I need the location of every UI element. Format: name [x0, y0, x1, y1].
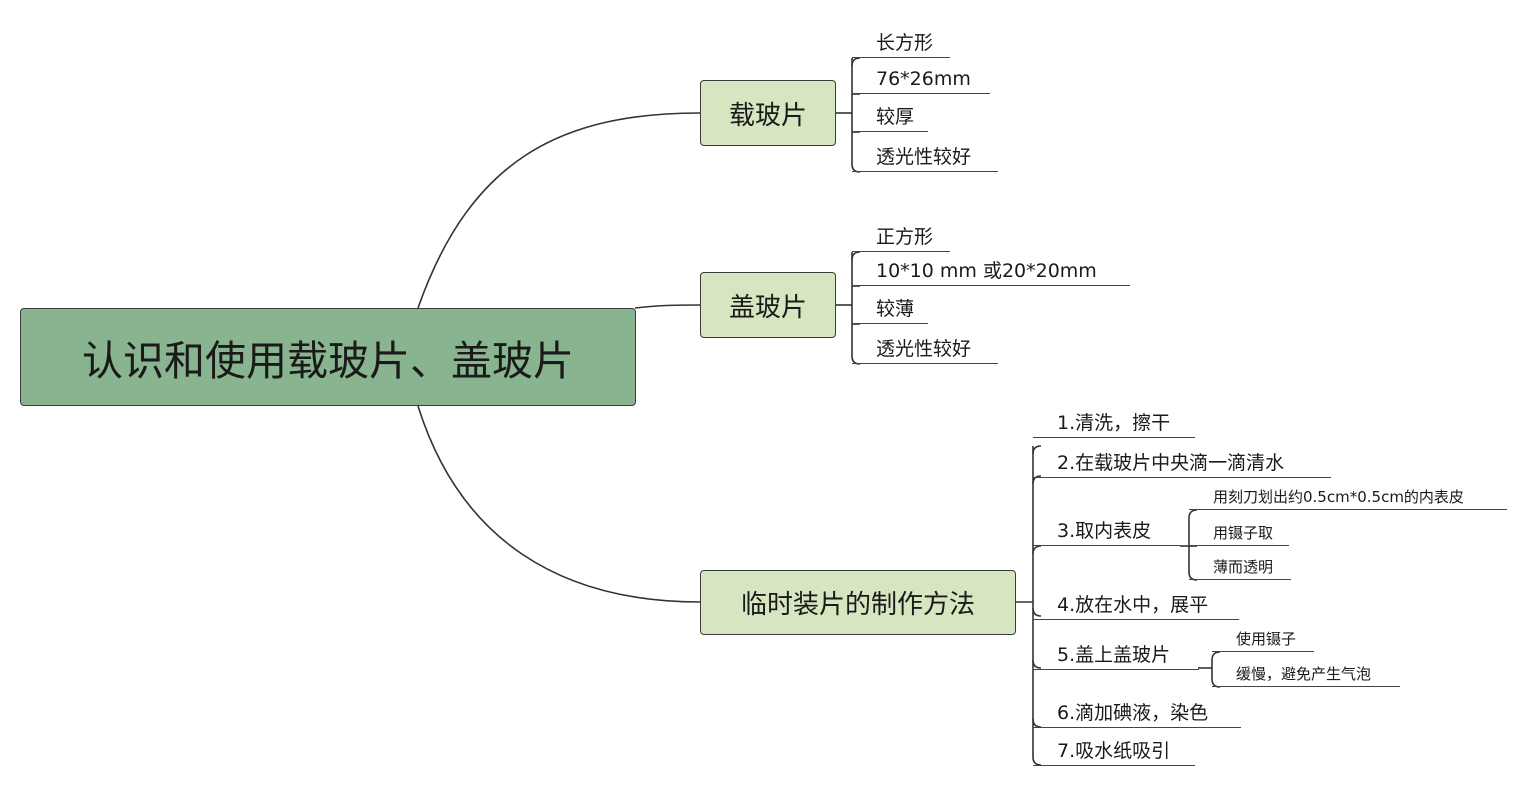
list-item[interactable]: 较厚: [852, 102, 928, 132]
list-item[interactable]: 缓慢，避免产生气泡: [1212, 663, 1400, 687]
list-item[interactable]: 76*26mm: [852, 64, 990, 94]
list-item[interactable]: 正方形: [852, 222, 950, 252]
list-item[interactable]: 7.吸水纸吸引: [1033, 736, 1195, 766]
branch-method-label: 临时装片的制作方法: [740, 590, 975, 620]
root-topic[interactable]: 认识和使用载玻片、盖玻片: [20, 308, 636, 406]
branch-slide[interactable]: 载玻片: [700, 80, 836, 146]
list-item[interactable]: 较薄: [852, 294, 928, 324]
list-item[interactable]: 10*10 mm 或20*20mm: [852, 256, 1130, 286]
root-topic-label: 认识和使用载玻片、盖玻片: [82, 337, 574, 385]
list-item[interactable]: 长方形: [852, 28, 950, 58]
list-item[interactable]: 2.在载玻片中央滴一滴清水: [1033, 448, 1331, 478]
list-item[interactable]: 薄而透明: [1189, 556, 1291, 580]
list-item[interactable]: 使用镊子: [1212, 628, 1314, 652]
branch-method[interactable]: 临时装片的制作方法: [700, 570, 1016, 635]
branch-slide-label: 载玻片: [728, 100, 807, 131]
list-item[interactable]: 用镊子取: [1189, 522, 1289, 546]
list-item[interactable]: 透光性较好: [852, 142, 998, 172]
list-item[interactable]: 6.滴加碘液，染色: [1033, 698, 1241, 728]
list-item[interactable]: 4.放在水中，展平: [1033, 590, 1239, 620]
list-item[interactable]: 用刻刀划出约0.5cm*0.5cm的内表皮: [1189, 486, 1507, 510]
list-item[interactable]: 5.盖上盖玻片: [1033, 640, 1199, 670]
branch-coverslip[interactable]: 盖玻片: [700, 272, 836, 338]
list-item[interactable]: 透光性较好: [852, 334, 998, 364]
branch-coverslip-label: 盖玻片: [728, 292, 807, 323]
list-item[interactable]: 3.取内表皮: [1033, 516, 1181, 546]
list-item[interactable]: 1.清洗，擦干: [1033, 408, 1195, 438]
